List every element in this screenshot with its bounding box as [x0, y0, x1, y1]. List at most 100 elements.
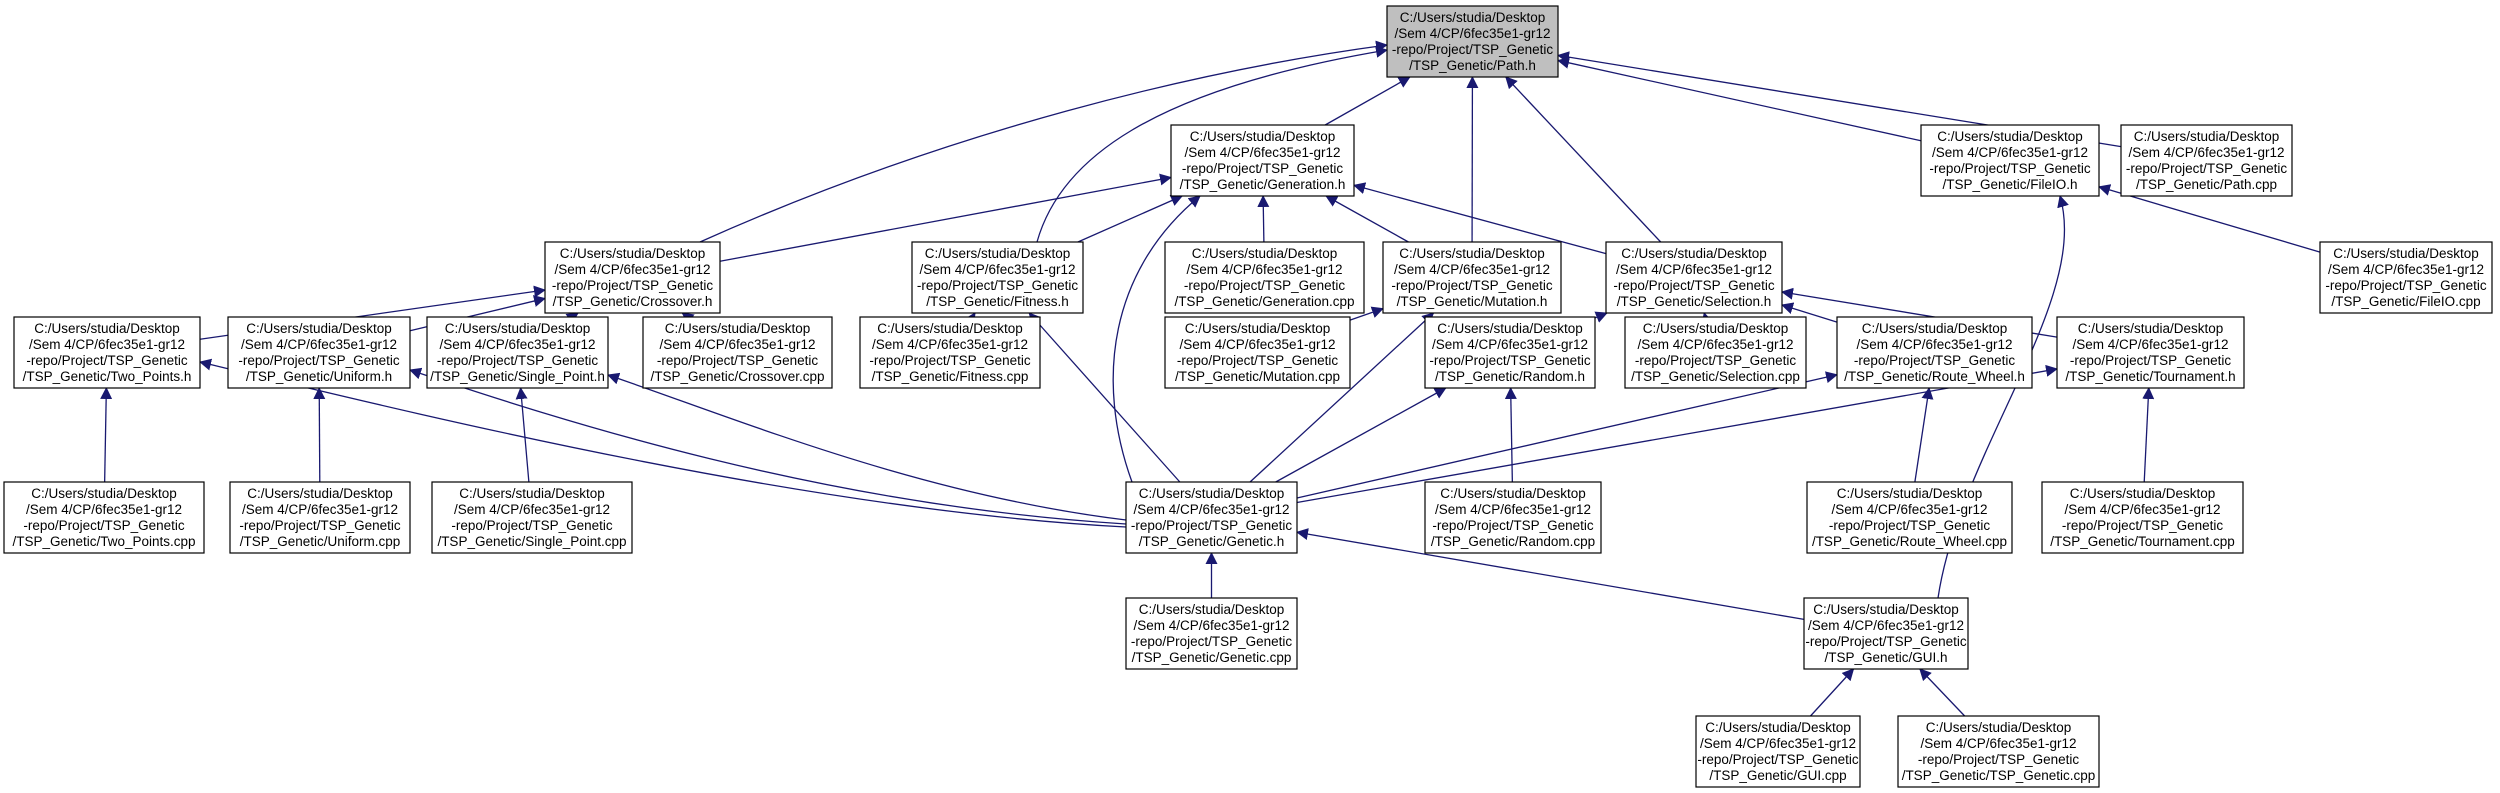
node-fileio-cpp[interactable]: C:/Users/studia/Desktop/Sem 4/CP/6fec35e…	[2319, 241, 2493, 314]
node-label-line: /Sem 4/CP/6fec35e1-gr12	[242, 502, 398, 517]
node-box	[642, 316, 833, 389]
node-label-line: -repo/Project/TSP_Genetic	[1929, 161, 2091, 176]
node-box	[1424, 316, 1596, 389]
node-label-line: -repo/Project/TSP_Genetic	[1392, 42, 1554, 57]
node-genetic-h[interactable]: C:/Users/studia/Desktop/Sem 4/CP/6fec35e…	[1125, 481, 1298, 554]
edge-crossover-h-to-generation-h	[719, 173, 1172, 262]
node-box	[1164, 316, 1351, 389]
node-label-line: C:/Users/studia/Desktop	[1399, 246, 1545, 261]
node-label-line: /TSP_Genetic/Path.cpp	[2136, 177, 2277, 192]
node-box	[2319, 241, 2493, 314]
node-label-line: -repo/Project/TSP_Genetic	[1131, 634, 1293, 649]
node-uniform-h[interactable]: C:/Users/studia/Desktop/Sem 4/CP/6fec35e…	[227, 316, 411, 389]
node-label-line: -repo/Project/TSP_Genetic	[1182, 161, 1344, 176]
node-box	[859, 316, 1041, 389]
node-label-line: C:/Users/studia/Desktop	[246, 321, 392, 336]
node-crossover-h[interactable]: C:/Users/studia/Desktop/Sem 4/CP/6fec35e…	[544, 241, 721, 314]
node-label-line: C:/Users/studia/Desktop	[31, 486, 177, 501]
node-label-line: C:/Users/studia/Desktop	[1139, 602, 1285, 617]
node-tournament-h[interactable]: C:/Users/studia/Desktop/Sem 4/CP/6fec35e…	[2056, 316, 2245, 389]
node-crossover-cpp[interactable]: C:/Users/studia/Desktop/Sem 4/CP/6fec35e…	[642, 316, 833, 389]
node-random-cpp[interactable]: C:/Users/studia/Desktop/Sem 4/CP/6fec35e…	[1424, 481, 1602, 554]
node-label-line: C:/Users/studia/Desktop	[1437, 321, 1583, 336]
node-box	[2056, 316, 2245, 389]
node-label-line: C:/Users/studia/Desktop	[2333, 246, 2479, 261]
edge-fileio-h-to-path-h	[1557, 56, 1922, 142]
node-two-points-h[interactable]: C:/Users/studia/Desktop/Sem 4/CP/6fec35e…	[13, 316, 201, 389]
node-label-line: -repo/Project/TSP_Genetic	[1918, 752, 2080, 767]
node-box	[431, 481, 633, 554]
node-label-line: /Sem 4/CP/6fec35e1-gr12	[1700, 736, 1856, 751]
node-two-points-cpp[interactable]: C:/Users/studia/Desktop/Sem 4/CP/6fec35e…	[3, 481, 205, 554]
node-genetic-cpp[interactable]: C:/Users/studia/Desktop/Sem 4/CP/6fec35e…	[1125, 597, 1298, 670]
node-box	[227, 316, 411, 389]
node-fitness-cpp[interactable]: C:/Users/studia/Desktop/Sem 4/CP/6fec35e…	[859, 316, 1041, 389]
edge-crossover-h-to-path-h	[699, 40, 1388, 243]
node-box	[2120, 124, 2293, 197]
node-label-line: /TSP_Genetic/Generation.cpp	[1174, 294, 1354, 309]
node-fitness-h[interactable]: C:/Users/studia/Desktop/Sem 4/CP/6fec35e…	[911, 241, 1084, 314]
node-fileio-h[interactable]: C:/Users/studia/Desktop/Sem 4/CP/6fec35e…	[1920, 124, 2100, 197]
node-label-line: /Sem 4/CP/6fec35e1-gr12	[1133, 618, 1289, 633]
edge-crossover-cpp-to-crossover-h	[681, 312, 695, 325]
edge-fitness-cpp-to-fitness-h	[964, 312, 976, 326]
node-label-line: /TSP_Genetic/Mutation.cpp	[1175, 369, 1340, 384]
node-single-point-h[interactable]: C:/Users/studia/Desktop/Sem 4/CP/6fec35e…	[426, 316, 609, 389]
node-gui-cpp[interactable]: C:/Users/studia/Desktop/Sem 4/CP/6fec35e…	[1695, 715, 1861, 788]
node-label-line: /Sem 4/CP/6fec35e1-gr12	[1920, 736, 2076, 751]
node-label-line: C:/Users/studia/Desktop	[1937, 129, 2083, 144]
node-generation-cpp[interactable]: C:/Users/studia/Desktop/Sem 4/CP/6fec35e…	[1164, 241, 1365, 314]
edge-single-point-cpp-to-single-point-h	[515, 387, 530, 483]
node-label-line: /TSP_Genetic/FileIO.cpp	[2331, 294, 2480, 309]
node-label-line: /Sem 4/CP/6fec35e1-gr12	[2072, 337, 2228, 352]
node-mutation-h[interactable]: C:/Users/studia/Desktop/Sem 4/CP/6fec35e…	[1382, 241, 1562, 314]
node-label-line: -repo/Project/TSP_Genetic	[917, 278, 1079, 293]
node-single-point-cpp[interactable]: C:/Users/studia/Desktop/Sem 4/CP/6fec35e…	[431, 481, 633, 554]
node-selection-h[interactable]: C:/Users/studia/Desktop/Sem 4/CP/6fec35e…	[1605, 241, 1783, 314]
node-path-h[interactable]: C:/Users/studia/Desktop/Sem 4/CP/6fec35e…	[1386, 5, 1559, 78]
edge-genetic-h-to-single-point-h	[607, 372, 1127, 521]
node-box	[3, 481, 205, 554]
node-label-line: -repo/Project/TSP_Genetic	[1184, 278, 1346, 293]
node-uniform-cpp[interactable]: C:/Users/studia/Desktop/Sem 4/CP/6fec35e…	[229, 481, 411, 554]
edge-genetic-h-to-generation-h	[1112, 195, 1201, 483]
node-route-wheel-cpp[interactable]: C:/Users/studia/Desktop/Sem 4/CP/6fec35e…	[1806, 481, 2013, 554]
node-box	[1836, 316, 2033, 389]
node-box	[1920, 124, 2100, 197]
edge-generation-h-to-path-h	[1324, 76, 1411, 126]
node-gui-h[interactable]: C:/Users/studia/Desktop/Sem 4/CP/6fec35e…	[1803, 597, 1969, 670]
node-label-line: -repo/Project/TSP_Genetic	[238, 353, 400, 368]
edge-route-wheel-h-to-selection-h	[1781, 302, 1838, 323]
node-box	[1806, 481, 2013, 554]
node-route-wheel-h[interactable]: C:/Users/studia/Desktop/Sem 4/CP/6fec35e…	[1836, 316, 2033, 389]
node-box	[1382, 241, 1562, 314]
node-label-line: /TSP_Genetic/GUI.h	[1824, 650, 1947, 665]
node-box	[1605, 241, 1783, 314]
node-generation-h[interactable]: C:/Users/studia/Desktop/Sem 4/CP/6fec35e…	[1170, 124, 1355, 197]
node-label-line: /TSP_Genetic/Crossover.h	[553, 294, 713, 309]
node-tsp-genetic-cpp[interactable]: C:/Users/studia/Desktop/Sem 4/CP/6fec35e…	[1897, 715, 2100, 788]
node-label-line: -repo/Project/TSP_Genetic	[1635, 353, 1797, 368]
node-label-line: /TSP_Genetic/Route_Wheel.cpp	[1812, 534, 2007, 549]
node-label-line: -repo/Project/TSP_Genetic	[1805, 634, 1967, 649]
node-label-line: /TSP_Genetic/Path.h	[1409, 58, 1536, 73]
node-label-line: /Sem 4/CP/6fec35e1-gr12	[1179, 337, 1335, 352]
node-box	[1170, 124, 1355, 197]
node-label-line: -repo/Project/TSP_Genetic	[2062, 518, 2224, 533]
node-label-line: /Sem 4/CP/6fec35e1-gr12	[241, 337, 397, 352]
node-random-h[interactable]: C:/Users/studia/Desktop/Sem 4/CP/6fec35e…	[1424, 316, 1596, 389]
node-label-line: -repo/Project/TSP_Genetic	[1613, 278, 1775, 293]
edge-fitness-h-to-generation-h	[1077, 194, 1184, 243]
node-selection-cpp[interactable]: C:/Users/studia/Desktop/Sem 4/CP/6fec35e…	[1624, 316, 1807, 389]
node-label-line: /TSP_Genetic/Uniform.h	[246, 369, 392, 384]
node-label-line: -repo/Project/TSP_Genetic	[1131, 518, 1293, 533]
node-label-line: /TSP_Genetic/Two_Points.cpp	[12, 534, 195, 549]
node-mutation-cpp[interactable]: C:/Users/studia/Desktop/Sem 4/CP/6fec35e…	[1164, 316, 1351, 389]
node-path-cpp[interactable]: C:/Users/studia/Desktop/Sem 4/CP/6fec35e…	[2120, 124, 2293, 197]
node-label-line: -repo/Project/TSP_Genetic	[1697, 752, 1859, 767]
node-label-line: -repo/Project/TSP_Genetic	[23, 518, 185, 533]
node-label-line: /TSP_Genetic/Tournament.cpp	[2050, 534, 2235, 549]
node-tournament-cpp[interactable]: C:/Users/studia/Desktop/Sem 4/CP/6fec35e…	[2041, 481, 2244, 554]
node-label-line: C:/Users/studia/Desktop	[34, 321, 180, 336]
